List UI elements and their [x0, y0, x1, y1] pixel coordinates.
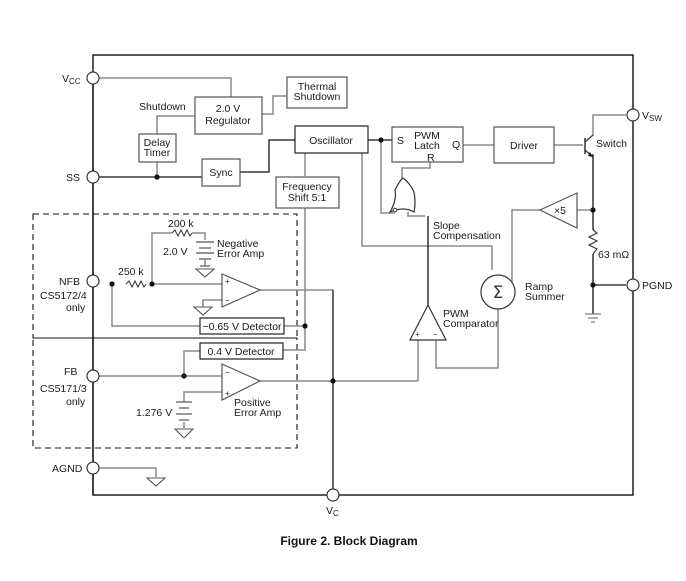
svg-text:SW: SW: [649, 114, 662, 123]
gain-label: ×5: [554, 205, 566, 217]
pwm-comparator: + − PWM Comparator: [409, 303, 499, 341]
freq-label-2: Shift 5:1: [288, 192, 327, 204]
svg-text:+: +: [225, 389, 230, 398]
pos-reference-battery: 1.276 V: [136, 401, 192, 421]
current-sense-amp: ×5: [538, 192, 578, 229]
latch-title-1: PWM: [414, 130, 440, 142]
svg-text:Slope: Slope: [433, 220, 460, 232]
neg-detector-block: −0.65 V Detector: [199, 317, 285, 335]
latch-r-label: R: [427, 152, 435, 164]
svg-text:250 k: 250 k: [118, 266, 144, 278]
ramp-summer-label-2: Summer: [525, 291, 565, 303]
ground-icon: [194, 265, 216, 278]
svg-text:1.276 V: 1.276 V: [136, 407, 172, 419]
figure-caption: Figure 2. Block Diagram: [280, 534, 417, 548]
pgnd-ground-icon: [585, 313, 601, 323]
pwm-latch-block: S PWM Latch Q R: [391, 126, 464, 164]
svg-text:−: −: [225, 296, 230, 305]
svg-text:Error Amp: Error Amp: [234, 407, 281, 419]
svg-text:V: V: [326, 505, 333, 517]
svg-text:V: V: [62, 73, 69, 85]
pin-fb: FB CS5171/3 only: [40, 366, 100, 408]
svg-text:AGND: AGND: [52, 463, 83, 475]
or-gate: [388, 177, 416, 214]
thermal-shutdown-block: Thermal Shutdown: [286, 76, 348, 109]
frequency-shift-block: Frequency Shift 5:1: [275, 176, 340, 209]
oscillator-label: Oscillator: [309, 135, 353, 147]
svg-text:2.0 V: 2.0 V: [163, 246, 188, 258]
svg-text:SS: SS: [66, 172, 80, 184]
svg-text:CC: CC: [69, 77, 81, 86]
feedback-resistor-200k: 200 k: [168, 218, 194, 238]
sync-block: Sync: [201, 158, 241, 187]
pin-vsw: V SW: [626, 108, 662, 123]
driver-label: Driver: [510, 140, 539, 152]
svg-text:CS5172/4: CS5172/4: [40, 290, 87, 302]
svg-text:C: C: [333, 509, 339, 518]
svg-text:PGND: PGND: [642, 280, 673, 292]
svg-text:−0.65 V Detector: −0.65 V Detector: [202, 321, 282, 333]
svg-text:NFB: NFB: [59, 276, 80, 288]
shutdown-label: Shutdown: [139, 101, 186, 113]
svg-text:+: +: [415, 330, 420, 339]
pwm-comparator-label-2: Comparator: [443, 318, 499, 330]
sense-resistor-label: 63 mΩ: [598, 249, 629, 261]
svg-text:Negative: Negative: [217, 238, 259, 250]
svg-text:+: +: [225, 277, 230, 286]
ground-icon: [173, 428, 195, 439]
neg-reference-battery: 2.0 V Negative Error Amp: [163, 238, 264, 260]
regulator-label-1: 2.0 V: [216, 103, 241, 115]
latch-q-label: Q: [452, 139, 460, 151]
agnd-ground-icon: [145, 477, 167, 487]
pin-vcc: V CC: [62, 71, 100, 86]
delay-label-2: Timer: [144, 147, 171, 159]
input-resistor-250k: 250 k: [118, 266, 147, 289]
svg-text:only: only: [66, 302, 86, 314]
delay-label-1: Delay: [144, 137, 172, 149]
driver-block: Driver: [493, 126, 555, 164]
pin-vc: V C: [326, 488, 340, 518]
freq-label-1: Frequency: [282, 181, 332, 193]
pos-detector-block: 0.4 V Detector: [199, 342, 284, 360]
sense-resistor: 63 mΩ: [587, 229, 629, 261]
svg-text:−: −: [225, 368, 230, 377]
ground-icon: [192, 306, 214, 316]
positive-error-amp: − + Positive Error Amp: [221, 363, 281, 419]
pwm-comparator-label-1: PWM: [443, 308, 469, 320]
svg-text:200 k: 200 k: [168, 218, 194, 230]
junction-dots: [109, 137, 596, 384]
svg-text:FB: FB: [64, 366, 77, 378]
svg-text:Error Amp: Error Amp: [217, 248, 264, 260]
thermal-label-2: Shutdown: [294, 91, 341, 103]
thermal-label-1: Thermal: [298, 81, 337, 93]
svg-text:CS5171/3: CS5171/3: [40, 383, 87, 395]
negative-error-amp: + −: [221, 273, 262, 308]
pin-ss: SS: [66, 170, 100, 184]
ramp-summer: Σ Ramp Summer: [480, 274, 565, 310]
switch-transistor: Switch: [584, 134, 627, 158]
svg-text:Compensation: Compensation: [433, 230, 501, 242]
svg-text:Positive: Positive: [234, 397, 271, 409]
slope-compensation-label: Slope Compensation: [433, 220, 501, 242]
regulator-block: 2.0 V Regulator: [194, 96, 263, 135]
fb-option-region: [32, 337, 298, 449]
regulator-label-2: Regulator: [205, 115, 251, 127]
oscillator-block: Oscillator: [294, 125, 369, 154]
pin-agnd: AGND: [52, 461, 100, 475]
sync-label: Sync: [209, 167, 232, 179]
pin-nfb: NFB CS5172/4 only: [40, 274, 100, 314]
pin-pgnd: PGND: [626, 278, 673, 292]
latch-title-2: Latch: [414, 140, 440, 152]
svg-text:V: V: [642, 110, 649, 122]
svg-text:only: only: [66, 396, 86, 408]
wires-gray: [99, 77, 626, 477]
switch-label: Switch: [596, 138, 627, 150]
delay-timer-block: Delay Timer: [138, 133, 177, 163]
chip-outline: [92, 54, 634, 496]
svg-text:0.4 V Detector: 0.4 V Detector: [207, 346, 275, 358]
svg-text:−: −: [433, 330, 438, 339]
ramp-summer-label-1: Ramp: [525, 281, 553, 293]
latch-s-label: S: [397, 135, 404, 147]
sigma-icon: Σ: [493, 283, 504, 303]
